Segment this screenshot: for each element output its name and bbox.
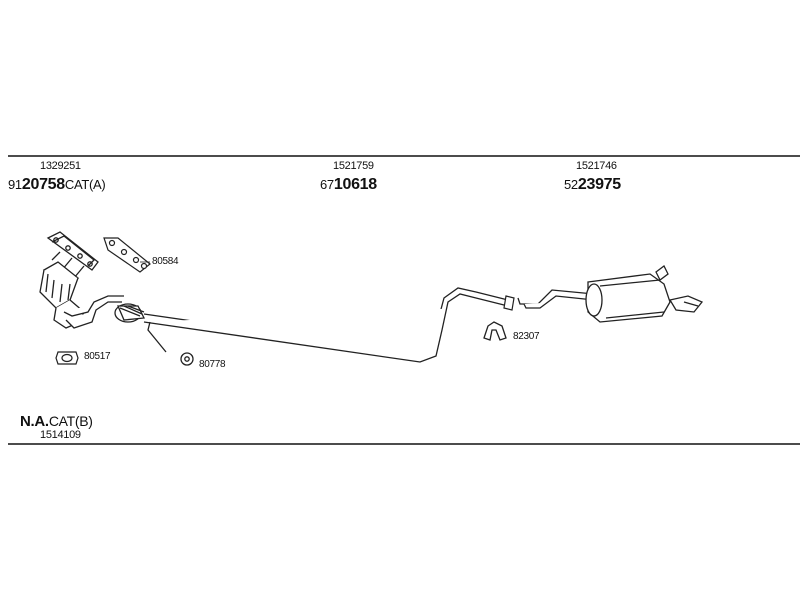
section-2-part-number: 1521759 <box>333 160 374 172</box>
front-flange-pipe-part <box>63 295 146 329</box>
rubber-mount-part <box>180 352 194 366</box>
callout-rubber-mount: 80778 <box>199 359 226 370</box>
front-pipe-part <box>143 287 509 363</box>
section-1-ref-suffix: CAT(A) <box>64 177 106 192</box>
section-2-ref-prefix: 67 <box>320 177 334 192</box>
section-1-reference: 9120758CAT(A) <box>8 176 106 193</box>
callout-flange-gasket: 80517 <box>84 351 111 362</box>
section-2-reference: 6710618 <box>320 177 377 193</box>
na-catalyst-label: N.A.CAT(B) <box>20 414 93 429</box>
rear-clamp-part <box>483 321 507 341</box>
section-1-ref-prefix: 91 <box>8 177 22 192</box>
section-3-ref-prefix: 52 <box>564 177 578 192</box>
section-2-ref-number: 10618 <box>333 176 377 193</box>
callout-manifold-gasket: 80584 <box>152 256 179 267</box>
section-1-ref-number: 20758 <box>21 176 65 193</box>
na-label-suffix: CAT(B) <box>48 413 93 429</box>
section-3-reference: 5223975 <box>564 177 621 193</box>
section-1-part-number: 1329251 <box>40 160 81 172</box>
manifold-gasket-part <box>103 237 151 273</box>
rear-muffler-part <box>517 265 704 323</box>
pipe-end-part <box>503 295 515 311</box>
callout-rear-clamp: 82307 <box>513 331 540 342</box>
flange-gasket-part <box>55 351 79 365</box>
section-3-part-number: 1521746 <box>576 160 617 172</box>
na-part-number: 1514109 <box>40 429 81 441</box>
section-3-ref-number: 23975 <box>577 176 621 193</box>
na-label-bold: N.A. <box>20 413 49 430</box>
exhaust-manifold-part <box>46 231 99 279</box>
